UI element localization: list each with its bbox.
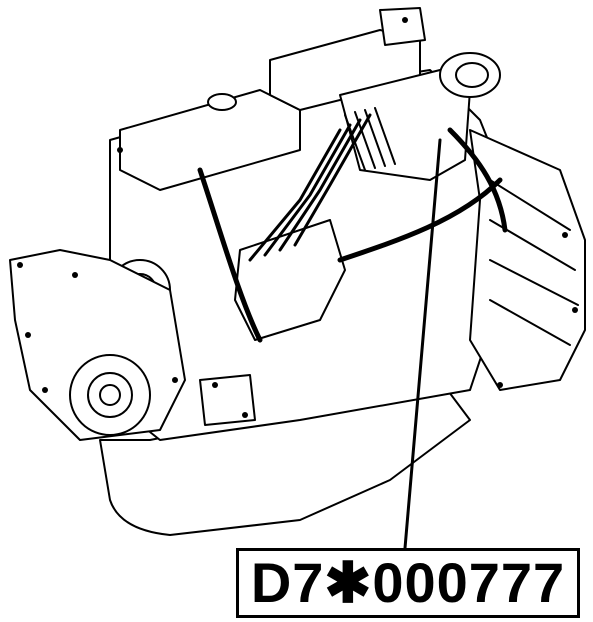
crankshaft-pulley-hub [87,372,133,418]
bell-housing-ribs [489,179,579,346]
injection-pump [234,219,346,341]
transmission-housing [469,129,586,391]
wiring-harness [197,127,508,343]
part-number-text: D7✱000777 [250,551,566,614]
turbo-inlet-inner [455,62,489,88]
front-valve-cover [119,89,301,191]
part-number-label: D7✱000777 [236,548,580,618]
lifting-bracket [379,7,426,46]
turbo-inlet [439,52,501,98]
callout-leader-line [403,138,442,550]
crankshaft-pulley [69,354,151,436]
engine-mount [199,374,256,426]
injector-lines [248,113,372,262]
bolts [17,17,578,418]
crankshaft-pulley-center [99,384,121,406]
oil-filler-cap [207,93,237,111]
